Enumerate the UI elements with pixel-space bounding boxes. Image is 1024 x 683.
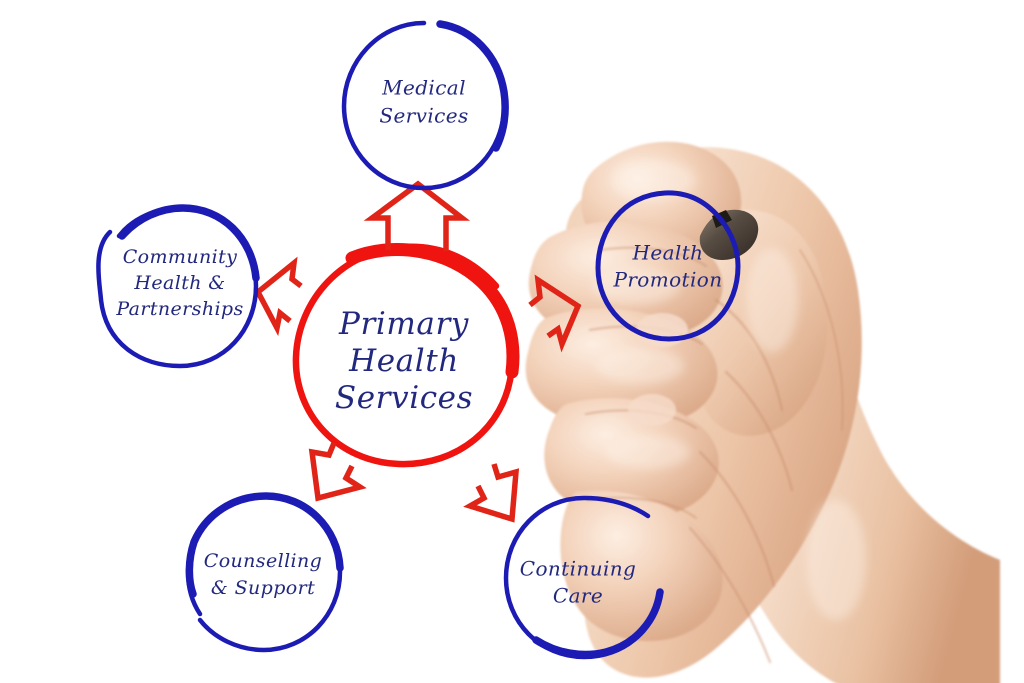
medical-services-line-2: Services [379, 104, 468, 128]
center-line-1: Primary [338, 306, 469, 342]
community-line-3: Partnerships [115, 298, 243, 320]
arrow-to-medical-services [363, 180, 471, 251]
hand-shading [584, 246, 844, 664]
counselling-line-1: Counselling [204, 550, 322, 572]
node-medical-services[interactable]: Medical Services [341, 20, 509, 191]
center-line-3: Services [335, 380, 473, 416]
counselling-line-2: & Support [211, 577, 315, 599]
palm-heel [560, 490, 723, 642]
continuing-care-line-2: Care [553, 584, 603, 608]
community-line-1: Community [123, 246, 238, 268]
medical-services-ring-thick [436, 20, 509, 152]
hand-group [525, 141, 1000, 683]
center-line-2: Health [348, 343, 459, 379]
continuing-care-line-1: Continuing [520, 557, 637, 581]
health-promotion-line-1: Health [632, 241, 704, 265]
node-continuing-care[interactable]: Continuing Care [503, 495, 664, 660]
node-community-health-partnerships[interactable]: Community Health & Partnerships [96, 204, 260, 369]
continuing-care-ring-thick [532, 588, 664, 659]
node-counselling-support[interactable]: Counselling & Support [185, 492, 344, 653]
community-ring-thick [118, 204, 260, 282]
node-health-promotion[interactable]: Health Promotion [595, 190, 741, 342]
health-promotion-line-2: Promotion [612, 268, 722, 292]
arrow-to-continuing-care [463, 463, 520, 523]
center-node[interactable]: Primary Health Services [292, 243, 520, 468]
hand-highlights [592, 160, 866, 620]
medical-services-line-1: Medical [381, 76, 466, 100]
arrow-to-community-health-partnerships [254, 256, 303, 337]
arrow-to-counselling-support [308, 441, 367, 502]
health-promotion-ring [595, 190, 741, 342]
arrow-to-health-promotion [528, 274, 582, 353]
fingernail-2 [628, 394, 676, 426]
community-line-2: Health & [133, 272, 225, 294]
counselling-ring-thick [185, 492, 344, 598]
